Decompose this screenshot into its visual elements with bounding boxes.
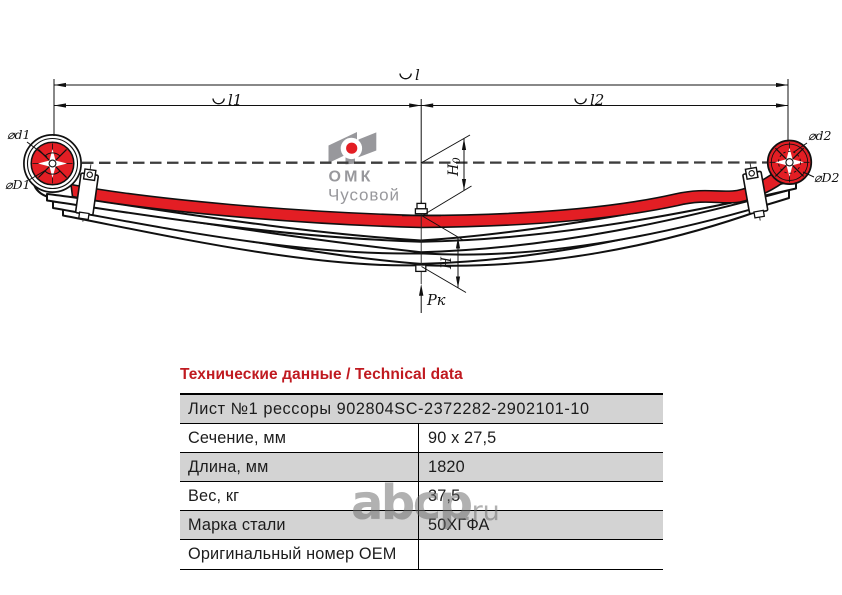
table-row-part-number: Лист №1 рессоры 902804SC-2372282-2902101… (180, 395, 663, 424)
leaf-2 (46, 179, 797, 243)
row-value: 50ХГФА (428, 516, 490, 534)
eye-label-d2: ⌀d2 (808, 128, 832, 143)
omk-logo-city: Чусовой (328, 186, 400, 205)
dim-label-l: l (415, 66, 420, 84)
row-value: 1820 (428, 458, 465, 476)
omk-logo-right-parallelogram (358, 132, 377, 158)
table-row: Вес, кг 37,5 (180, 482, 663, 511)
leaf-3 (52, 189, 790, 256)
dim-label-h: H (439, 256, 455, 270)
dim-label-l2: l2 (590, 91, 604, 109)
dim-label-h0-main: H (446, 163, 462, 177)
eye-label-d1: ⌀d1 (7, 127, 30, 142)
table-row: Длина, мм 1820 (180, 453, 663, 482)
technical-data-table: Лист №1 рессоры 902804SC-2372282-2902101… (180, 393, 663, 570)
dim-label-h0-sub: 0 (452, 157, 463, 164)
center-bolt (402, 200, 441, 284)
eye-label-D1: ⌀D1 (5, 177, 31, 192)
arc-symbol-l2 (574, 98, 587, 105)
omk-logo-text: ОМК (329, 169, 374, 186)
omk-logo-red-dot (346, 142, 358, 154)
arc-symbol-l (399, 73, 412, 80)
dim-label-h0: H0 (446, 157, 463, 177)
omk-logo: ОМК Чусовой (328, 132, 400, 205)
part-number-cell: Лист №1 рессоры 902804SC-2372282-2902101… (188, 400, 590, 418)
row-label: Длина, мм (180, 453, 419, 481)
arc-symbol-l1 (212, 98, 225, 105)
table-row: Марка стали 50ХГФА (180, 511, 663, 540)
table-row: Оригинальный номер OEM (180, 540, 663, 569)
left-clamp (74, 164, 100, 222)
row-label: Оригинальный номер OEM (180, 540, 419, 569)
table-title: Технические данные / Technical data (180, 366, 463, 383)
eye-label-D2: ⌀D2 (814, 170, 840, 185)
left-spring-eye (23, 134, 82, 193)
right-clamp (742, 163, 769, 221)
leaf-spring-drawing: ОМК Чусовой (5, 66, 840, 313)
dimension-arrowheads (54, 82, 788, 296)
row-value: 90 x 27,5 (428, 429, 497, 447)
row-label: Марка стали (180, 511, 419, 539)
right-spring-eye (766, 139, 813, 185)
row-value (419, 540, 663, 569)
row-value: 37,5 (428, 487, 461, 505)
row-label: Сечение, мм (180, 424, 419, 452)
dim-label-l1: l1 (228, 91, 242, 109)
load-label-pk: Pк (426, 293, 446, 309)
row-label: Вес, кг (180, 482, 419, 510)
dimension-labels: l l1 l2 H0 H Pк ⌀d1 ⌀D1 ⌀d2 ⌀D2 (5, 66, 840, 309)
table-row: Сечение, мм 90 x 27,5 (180, 424, 663, 453)
